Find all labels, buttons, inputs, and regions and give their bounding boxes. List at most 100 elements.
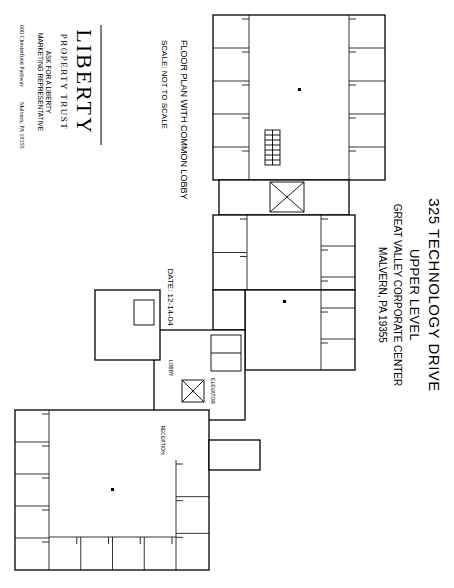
office-partition [240, 256, 247, 257]
logo-rule [101, 25, 102, 145]
office-partition [242, 151, 249, 152]
office-partition [213, 147, 249, 148]
office-partition [15, 15, 385, 570]
office-partition [15, 538, 49, 539]
office-partition [349, 15, 350, 180]
office-partition [15, 474, 49, 475]
office-partition [321, 246, 355, 247]
logo-rule [101, 25, 102, 145]
building-wall [245, 290, 355, 370]
office-partition [15, 442, 49, 443]
elevator-symbol [270, 182, 304, 212]
office-partition [321, 250, 328, 251]
stair-symbol [272, 130, 273, 165]
plan-label: LIBERTY [72, 29, 96, 135]
office-partition [321, 215, 322, 370]
office-partition [176, 500, 183, 501]
office-partition [15, 506, 49, 507]
restroom-wall [211, 353, 241, 354]
office-partition [242, 118, 249, 119]
plan-label: SCALE: NOT TO SCALE [160, 40, 169, 129]
office-partition [176, 464, 183, 465]
office-partition [213, 252, 247, 253]
plan-label: GREAT VALLEY CORPORATE CENTER [392, 204, 403, 386]
building-wall [213, 290, 245, 330]
office-partition [176, 533, 209, 534]
office-partition [321, 312, 328, 313]
office-partition [349, 118, 356, 119]
plan-label: DATE: 12-14-04 [166, 268, 175, 325]
stair-symbol [265, 130, 280, 165]
plan-label: FLOOR PLAN WITH COMMON LOBBY [178, 40, 188, 200]
plan-label: Malvern, PA 19355 [19, 102, 26, 149]
office-partition [144, 537, 145, 570]
office-partition [321, 308, 355, 309]
office-partition [172, 537, 173, 544]
building-wall [209, 440, 260, 470]
plan-label: RECEPTION [159, 424, 165, 455]
office-partition [176, 496, 209, 497]
plan-label: PROPERTY TRUST [58, 34, 68, 131]
office-partition [240, 219, 247, 220]
column-dot [283, 300, 286, 303]
office-partition [349, 114, 385, 115]
stair-symbol [265, 130, 280, 165]
office-partition [321, 339, 355, 340]
office-partition [349, 48, 385, 49]
restroom-wall [134, 300, 154, 325]
office-partition [76, 537, 77, 544]
elevator-symbol [182, 380, 204, 402]
elevator-symbol [182, 380, 204, 402]
office-partition [108, 537, 109, 544]
office-partition [80, 537, 81, 570]
building-wall [213, 15, 385, 180]
plan-label: MARKETING REPRESENTATIVE [36, 33, 43, 131]
office-partition [349, 85, 356, 86]
office-partition [349, 19, 356, 20]
office-partition [42, 446, 49, 447]
building-wall [15, 15, 385, 570]
column-dot [298, 88, 301, 91]
office-partition [176, 460, 177, 570]
building-wall [154, 330, 245, 420]
office-partition [349, 81, 385, 82]
building-wall [95, 290, 160, 360]
office-partition [321, 343, 328, 344]
elevator-symbol [270, 182, 304, 212]
office-partition [42, 414, 49, 415]
office-partition [42, 542, 49, 543]
elevator-symbol [182, 380, 204, 402]
office-partition [242, 85, 249, 86]
elevator-symbol [270, 182, 304, 212]
office-partition [112, 537, 113, 570]
elevator-symbol [182, 182, 304, 402]
office-partition [349, 147, 385, 148]
building-wall [219, 180, 349, 215]
plan-label: UPPER LEVEL [407, 249, 421, 341]
plan-label: MALVERN, PA 19355 [377, 247, 388, 343]
office-partition [242, 19, 249, 20]
office-partition [321, 281, 328, 282]
office-partition [140, 537, 141, 544]
office-partition [321, 277, 355, 278]
office-partition [49, 410, 50, 570]
office-partition [213, 81, 249, 82]
office-partition [42, 510, 49, 511]
restroom-wall [211, 335, 241, 371]
column-dot [111, 488, 114, 491]
office-partition [349, 52, 356, 53]
plan-label: ASK FOR A LIBERTY [44, 51, 51, 114]
building-wall [15, 410, 209, 570]
plan-label: ELEVATOR [209, 377, 215, 405]
restroom-wall [134, 300, 241, 371]
plan-label: 600 Chesterfield Parkway [19, 25, 26, 87]
office-partition [249, 15, 250, 180]
office-partition [213, 48, 249, 49]
sheet-title: 325 TECHNOLOGY DRIVE [426, 198, 443, 392]
office-partition [213, 114, 249, 115]
column-dot [111, 88, 301, 491]
office-partition [321, 219, 328, 220]
plan-label: LOBBY [167, 359, 173, 378]
office-partition [349, 151, 356, 152]
